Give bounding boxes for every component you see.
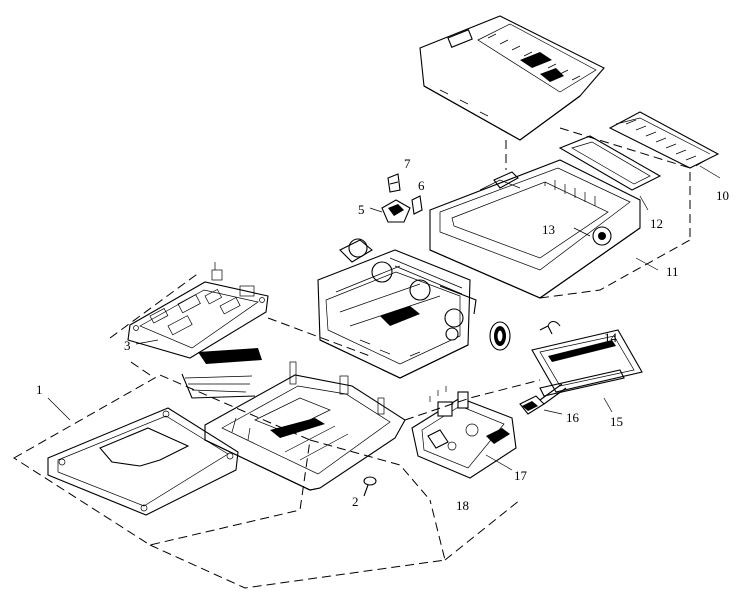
- top-cover: [419, 15, 605, 141]
- flat-cable: [181, 348, 262, 399]
- part-1-bottom-cover: [13, 374, 311, 546]
- leader-part-16: [543, 409, 563, 415]
- part-12-paper-guide: [558, 135, 662, 191]
- part-3-main-board: [127, 262, 269, 359]
- part-7-clip: [387, 173, 401, 193]
- label-part-16: 16: [566, 410, 580, 425]
- label-part-10: 10: [716, 188, 729, 203]
- leader-part-17: [485, 454, 513, 471]
- leader-part-15: [603, 397, 613, 413]
- label-part-7: 7: [404, 156, 411, 171]
- part-11-lower-guide: [539, 239, 691, 299]
- leader-part-11: [635, 257, 659, 271]
- label-part-11: 11: [666, 264, 679, 279]
- leader-part-10: [699, 165, 721, 179]
- label-part-2: 2: [352, 494, 359, 509]
- power-board-guide-lines: [404, 379, 541, 421]
- part-2-screw: [363, 476, 377, 497]
- part-11-guide-lines: [429, 127, 691, 250]
- part-6-bracket: [411, 195, 423, 215]
- platen-knob: [489, 321, 511, 351]
- part-11-upper-case: [429, 159, 641, 299]
- leader-part-12: [639, 195, 649, 211]
- leader-part-1: [47, 397, 71, 421]
- part-17-power-board: [411, 386, 517, 479]
- part-labels: 1 2 3 5 6 7 10 11 12 13 14 15 16 17 18: [36, 156, 729, 513]
- leader-part-5: [369, 207, 383, 213]
- label-part-5: 5: [358, 202, 365, 217]
- lower-case: [204, 361, 406, 491]
- label-part-17: 17: [514, 468, 528, 483]
- label-part-3: 3: [124, 338, 131, 353]
- part-10-rear-cover: [608, 111, 720, 169]
- base-guide-lines: [309, 439, 431, 501]
- label-part-12: 12: [650, 216, 663, 231]
- leader-part-3: [135, 339, 159, 345]
- label-part-1: 1: [36, 382, 43, 397]
- label-part-13: 13: [542, 222, 555, 237]
- label-part-6: 6: [418, 178, 425, 193]
- label-part-14: 14: [604, 330, 618, 345]
- printer-mechanism: [317, 238, 477, 379]
- part-18-guide-lines: [149, 499, 521, 589]
- part-3-guide-lines: [109, 271, 371, 376]
- part-15-guide: [539, 369, 625, 397]
- part-5-print-head: [381, 199, 411, 223]
- part-14-tractor-rail: [531, 320, 643, 393]
- part-16-connector: [519, 383, 567, 415]
- label-part-15: 15: [610, 414, 623, 429]
- leader-part-13: [573, 227, 591, 237]
- label-part-18: 18: [456, 498, 469, 513]
